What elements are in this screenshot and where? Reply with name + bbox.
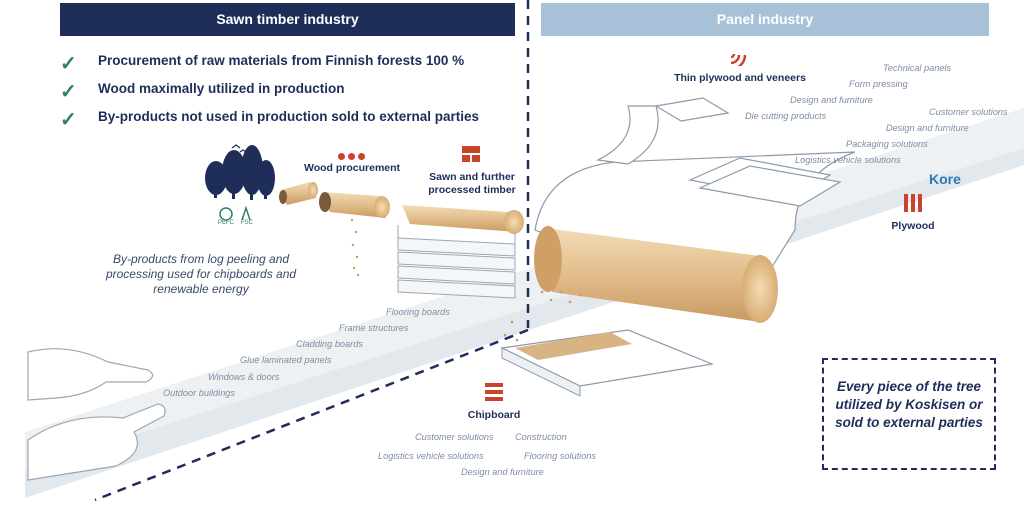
timber-stack (397, 225, 516, 299)
thin-plywood-application: Form pressing (849, 79, 908, 89)
veneer-sheets (595, 97, 842, 207)
sawn-application: Windows & doors (208, 372, 280, 382)
panel-industry-header: Panel industry (541, 3, 989, 36)
thin-plywood-application: Design and furniture (790, 95, 873, 105)
callout-text: Every piece of the tree utilized by Kosk… (835, 379, 983, 430)
sawn-application: Flooring boards (386, 307, 450, 317)
checkmark-icon: ✓ (60, 53, 77, 75)
callout-box: Every piece of the tree utilized by Kosk… (822, 358, 996, 470)
chipboard-application: Customer solutions (415, 432, 494, 442)
sawn-application: Outdoor buildings (163, 388, 236, 398)
forest-icon (205, 144, 275, 200)
sawn-timber-icon (462, 146, 480, 162)
sawn-timber-header: Sawn timber industry (60, 3, 515, 36)
log-medium (319, 192, 390, 218)
plywood-application: Logistics vehicle solutions (795, 155, 901, 165)
chipboard-divider (94, 328, 529, 502)
checklist-text: Procurement of raw materials from Finnis… (98, 53, 465, 68)
plywood-icon (904, 194, 922, 212)
checklist-text: Wood maximally utilized in production (98, 81, 345, 96)
plywood-application: Packaging solutions (846, 139, 928, 149)
thin-plywood-application: Die cutting products (745, 111, 827, 121)
checkmark-icon: ✓ (60, 109, 77, 131)
chips-particles (503, 290, 582, 342)
wood-procurement-icon (338, 147, 365, 165)
certification-icons (219, 205, 251, 221)
kore-logo: Kore (929, 171, 961, 187)
chipboard-application: Logistics vehicle solutions (378, 451, 484, 461)
chipboard-application: Construction (515, 432, 567, 442)
sawn-application: Cladding boards (296, 339, 363, 349)
chipboard-sheet (499, 329, 715, 397)
sawn-application: Glue laminated panels (240, 355, 332, 365)
byproducts-note: By-products from log peeling and process… (105, 252, 297, 296)
plywood-label: Plywood (891, 220, 935, 232)
chipboard-application: Design and furniture (461, 467, 544, 477)
plywood-application: Customer solutions (929, 107, 1008, 117)
pefc-label: PEFC (218, 220, 235, 226)
log-small (279, 182, 318, 205)
thin-plywood-application: Technical panels (883, 63, 952, 73)
fsc-label: FSC (241, 220, 253, 226)
log-sawn (402, 205, 524, 234)
wood-procurement-label: Wood procurement (303, 162, 401, 174)
thin-plywood-label: Thin plywood and veneers (674, 72, 806, 84)
checkmark-icon: ✓ (60, 81, 77, 103)
sawn-application: Frame structures (339, 323, 409, 333)
plywood-application: Design and furniture (886, 123, 969, 133)
sawn-timber-label: Sawn and further processed timber (428, 171, 516, 196)
work-glove-icon (27, 348, 166, 481)
chipboard-label: Chipboard (467, 409, 521, 421)
thin-plywood-icon (728, 44, 750, 71)
checklist-text: By-products not used in production sold … (98, 109, 480, 124)
chipboard-application: Flooring solutions (524, 451, 597, 461)
sawdust-particles (350, 218, 360, 277)
chipboard-icon (485, 383, 503, 401)
